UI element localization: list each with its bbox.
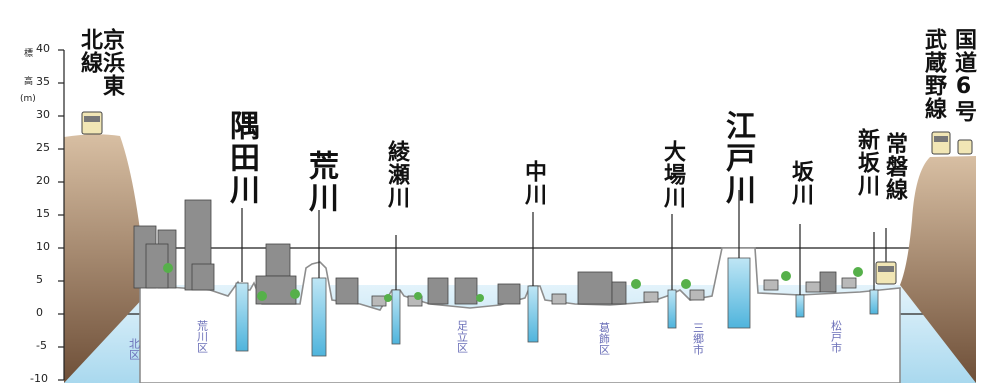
label-route6: 国道6号 [951, 28, 976, 123]
ward-kita: 北区 [127, 338, 141, 360]
label-arakawa: 荒川 [303, 150, 338, 214]
river-ogegawa [667, 289, 677, 329]
label-sakagawa: 坂川 [788, 160, 813, 206]
buildings [133, 199, 837, 305]
y-tick-label: 35 [36, 75, 50, 88]
train-icon-right [931, 131, 951, 155]
label-shinsakagawa: 新坂川 [854, 128, 879, 197]
river-sakagawa [795, 294, 805, 318]
ward-katsushika: 葛飾区 [597, 322, 611, 355]
leader-lines [241, 190, 887, 295]
ground-profile [139, 247, 901, 384]
river-ayasegawa [391, 289, 401, 345]
y-tick-label: -5 [36, 339, 47, 352]
y-tick-label: 15 [36, 207, 50, 220]
y-tick-label: 10 [36, 240, 50, 253]
river-sumidagawa [235, 282, 249, 352]
y-tick-label: 25 [36, 141, 50, 154]
train-icon-joban [875, 261, 897, 285]
label-edogawa: 江戸川 [720, 110, 755, 206]
y-tick-label: 5 [36, 273, 43, 286]
label-keihin-tohoku: 京浜東北線 [77, 28, 124, 97]
label-ayasegawa: 綾瀬川 [384, 140, 409, 209]
houses [371, 277, 857, 307]
y-axis-ticks [58, 49, 64, 381]
y-tick-label: 20 [36, 174, 50, 187]
axis-label-mid: 高 [24, 77, 34, 87]
river-edogawa [727, 257, 751, 329]
river-nakagawa [527, 285, 539, 343]
car-icon-right [957, 139, 973, 155]
label-joban: 常磐線 [882, 132, 907, 201]
left-hill [64, 134, 160, 383]
label-ogegawa: 大場川 [660, 140, 685, 209]
ward-adachi: 足立区 [455, 320, 469, 353]
right-hill [900, 156, 976, 383]
y-tick-label: 40 [36, 42, 50, 55]
axis-label-top: 標 [24, 49, 34, 59]
y-tick-label: -10 [30, 372, 48, 385]
ward-matsudo: 松戸市 [829, 320, 843, 353]
river-shinsakagawa [869, 289, 879, 315]
label-musashino: 武蔵野線 [921, 28, 946, 120]
ward-arakawa: 荒川区 [195, 320, 209, 353]
trees [163, 263, 863, 302]
label-nakagawa: 中川 [521, 160, 546, 206]
y-tick-label: 0 [36, 306, 43, 319]
ward-misato: 三郷市 [691, 322, 705, 355]
axis-unit: (m) [20, 94, 36, 104]
train-icon-left [81, 111, 103, 135]
label-sumidagawa: 隅田川 [224, 110, 259, 206]
y-tick-label: 30 [36, 108, 50, 121]
river-arakawa [311, 277, 327, 357]
